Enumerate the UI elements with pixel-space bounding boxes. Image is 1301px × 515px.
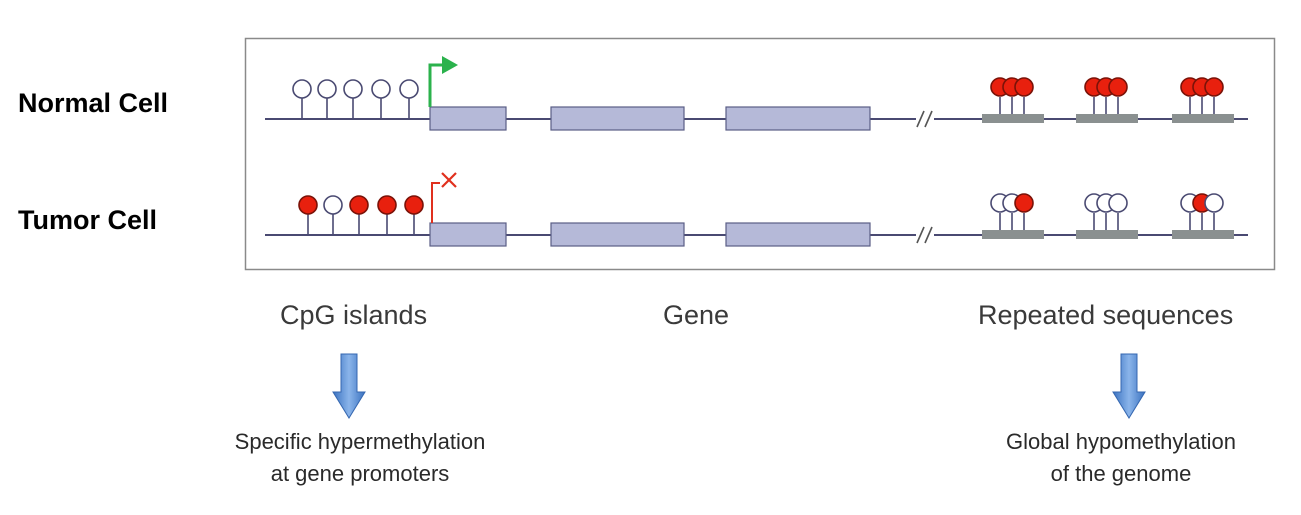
exon-box (550, 222, 685, 247)
methylated-cpg (1014, 77, 1034, 97)
active-promoter-arrowhead (442, 56, 458, 74)
methylated-cpg (298, 195, 318, 215)
break-mark (924, 110, 933, 128)
unmethylated-cpg (343, 79, 363, 99)
hypermethylation-outcome: Specific hypermethylation at gene promot… (190, 426, 530, 490)
repeat-element (1076, 230, 1138, 239)
tumor-cell-label: Tumor Cell (18, 205, 158, 235)
gene-row-tumor (265, 172, 1248, 247)
repeat-element (1076, 114, 1138, 123)
exon-box (429, 106, 507, 131)
exon-box (725, 222, 871, 247)
exon-box (725, 106, 871, 131)
repeat-element (982, 230, 1044, 239)
unmethylated-cpg (1108, 193, 1128, 213)
repeat-element (982, 114, 1044, 123)
methylated-cpg (349, 195, 369, 215)
methylated-cpg (1014, 193, 1034, 213)
rows-layer (265, 56, 1248, 247)
repeat-down-arrow-icon (1112, 353, 1146, 419)
repeat-element (1172, 114, 1234, 123)
active-promoter-arrow (428, 63, 444, 107)
repeated-sequences-label: Repeated sequences (978, 300, 1234, 330)
break-mark (916, 226, 925, 244)
repeat-element (1172, 230, 1234, 239)
methylated-cpg (377, 195, 397, 215)
unmethylated-cpg (292, 79, 312, 99)
silenced-x-mark (441, 172, 457, 188)
hypomethylation-outcome: Global hypomethylation of the genome (966, 426, 1276, 490)
exon-box (429, 222, 507, 247)
unmethylated-cpg (317, 79, 337, 99)
break-mark (924, 226, 933, 244)
methylated-cpg (1108, 77, 1128, 97)
gene-label: Gene (663, 300, 730, 330)
hypomethylation-line-2: of the genome (1050, 461, 1192, 486)
hypermethylation-line-2: at gene promoters (270, 461, 450, 486)
methylated-cpg (1204, 77, 1224, 97)
exon-box (550, 106, 685, 131)
hypomethylation-line-1: Global hypomethylation (1006, 429, 1236, 454)
methylated-cpg (404, 195, 424, 215)
unmethylated-cpg (323, 195, 343, 215)
unmethylated-cpg (1204, 193, 1224, 213)
silenced-promoter-arrow (431, 182, 440, 223)
unmethylated-cpg (399, 79, 419, 99)
cpg-down-arrow-icon (332, 353, 366, 419)
unmethylated-cpg (371, 79, 391, 99)
normal-cell-label: Normal Cell (18, 88, 169, 118)
arrows-layer (332, 353, 1146, 419)
gene-row-normal (265, 56, 1248, 131)
break-mark (916, 110, 925, 128)
cpg-islands-label: CpG islands (280, 300, 428, 330)
hypermethylation-line-1: Specific hypermethylation (234, 429, 486, 454)
